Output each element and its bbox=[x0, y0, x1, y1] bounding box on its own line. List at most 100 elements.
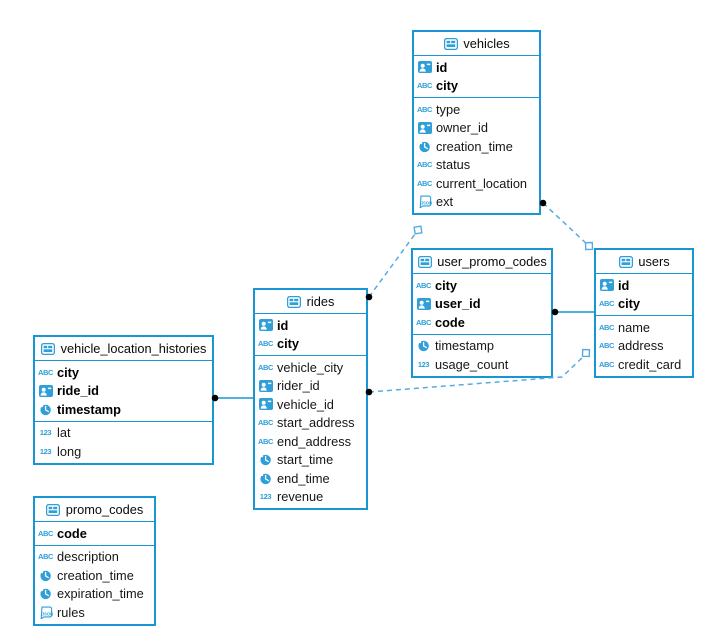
column-name: rider_id bbox=[277, 378, 320, 394]
table-title: rides bbox=[306, 294, 335, 309]
uuid-icon bbox=[416, 297, 431, 310]
timestamp-icon bbox=[259, 453, 271, 466]
column-id[interactable]: id bbox=[596, 276, 692, 295]
column-name: city bbox=[57, 364, 80, 380]
table-header[interactable]: user_promo_codes bbox=[413, 250, 551, 274]
column-name: creation_time bbox=[436, 138, 513, 154]
column-name: timestamp bbox=[435, 338, 495, 354]
table-header[interactable]: vehicles bbox=[414, 32, 539, 56]
text-icon: ABC bbox=[38, 368, 53, 377]
column-creation_time[interactable]: creation_time bbox=[414, 137, 539, 156]
table-icon bbox=[443, 37, 458, 50]
text-icon: ABC bbox=[258, 437, 273, 446]
uuid-icon bbox=[38, 384, 53, 397]
column-credit_card[interactable]: ABC credit_card bbox=[596, 355, 692, 374]
uuid-icon bbox=[258, 379, 273, 392]
column-name: vehicle_city bbox=[277, 359, 344, 375]
time-icon bbox=[417, 140, 432, 153]
text-icon: ABC bbox=[599, 360, 614, 369]
column-name: code bbox=[57, 525, 87, 541]
number-type-icon: 123 bbox=[39, 428, 52, 438]
column-timestamp[interactable]: timestamp bbox=[35, 400, 212, 419]
uuid-icon bbox=[417, 61, 432, 74]
column-ride_id[interactable]: ride_id bbox=[35, 382, 212, 401]
table-icon bbox=[417, 255, 432, 268]
uuid-icon bbox=[258, 379, 273, 392]
uuid-icon bbox=[417, 61, 432, 74]
relation-rides-users[interactable] bbox=[368, 353, 587, 393]
column-id[interactable]: id bbox=[414, 58, 539, 77]
column-vehicle_id[interactable]: vehicle_id bbox=[255, 395, 366, 414]
column-name: credit_card bbox=[618, 356, 682, 372]
text-icon: ABC bbox=[258, 363, 273, 372]
table-header[interactable]: vehicle_location_histories bbox=[35, 337, 212, 361]
column-creation_time[interactable]: creation_time bbox=[35, 566, 154, 585]
column-lat[interactable]: 123 lat bbox=[35, 424, 212, 443]
column-expiration_time[interactable]: expiration_time bbox=[35, 585, 154, 604]
time-icon bbox=[38, 587, 53, 600]
table-icon bbox=[618, 255, 633, 268]
text-type-icon: ABC bbox=[257, 418, 274, 428]
uuid-icon bbox=[258, 398, 273, 411]
table-header[interactable]: rides bbox=[255, 290, 366, 314]
table-header[interactable]: promo_codes bbox=[35, 498, 154, 522]
json-icon: JSON bbox=[417, 195, 432, 209]
text-type-icon: ABC bbox=[37, 552, 54, 562]
column-name: current_location bbox=[436, 175, 528, 191]
text-icon: ABC bbox=[258, 418, 273, 427]
column-name: lat bbox=[57, 425, 71, 441]
relation-vehicles-users[interactable] bbox=[542, 202, 590, 247]
column-name: creation_time bbox=[57, 567, 134, 583]
column-id[interactable]: id bbox=[255, 316, 366, 335]
number-type-icon: 123 bbox=[417, 359, 430, 369]
table-header[interactable]: users bbox=[596, 250, 692, 274]
column-timestamp[interactable]: timestamp bbox=[413, 337, 551, 356]
uuid-icon bbox=[417, 121, 432, 134]
column-rider_id[interactable]: rider_id bbox=[255, 377, 366, 396]
column-name: usage_count bbox=[435, 356, 509, 372]
table-icon bbox=[41, 342, 56, 355]
relation-rides-vehicles[interactable] bbox=[368, 229, 419, 298]
column-owner_id[interactable]: owner_id bbox=[414, 119, 539, 138]
table-icon bbox=[46, 503, 61, 516]
column-end_time[interactable]: end_time bbox=[255, 469, 366, 488]
text-icon: ABC bbox=[416, 281, 431, 290]
table-title: vehicles bbox=[463, 36, 510, 51]
column-start_time[interactable]: start_time bbox=[255, 451, 366, 470]
column-name: status bbox=[436, 157, 471, 173]
text-icon: ABC bbox=[417, 105, 432, 114]
column-usage_count[interactable]: 123 usage_count bbox=[413, 355, 551, 374]
table-icon bbox=[41, 342, 56, 355]
column-city[interactable]: ABC city bbox=[35, 363, 212, 382]
column-name: owner_id bbox=[436, 120, 488, 136]
column-vehicle_city[interactable]: ABC vehicle_city bbox=[255, 358, 366, 377]
uuid-icon bbox=[416, 297, 431, 310]
column-user_id[interactable]: user_id bbox=[413, 295, 551, 314]
